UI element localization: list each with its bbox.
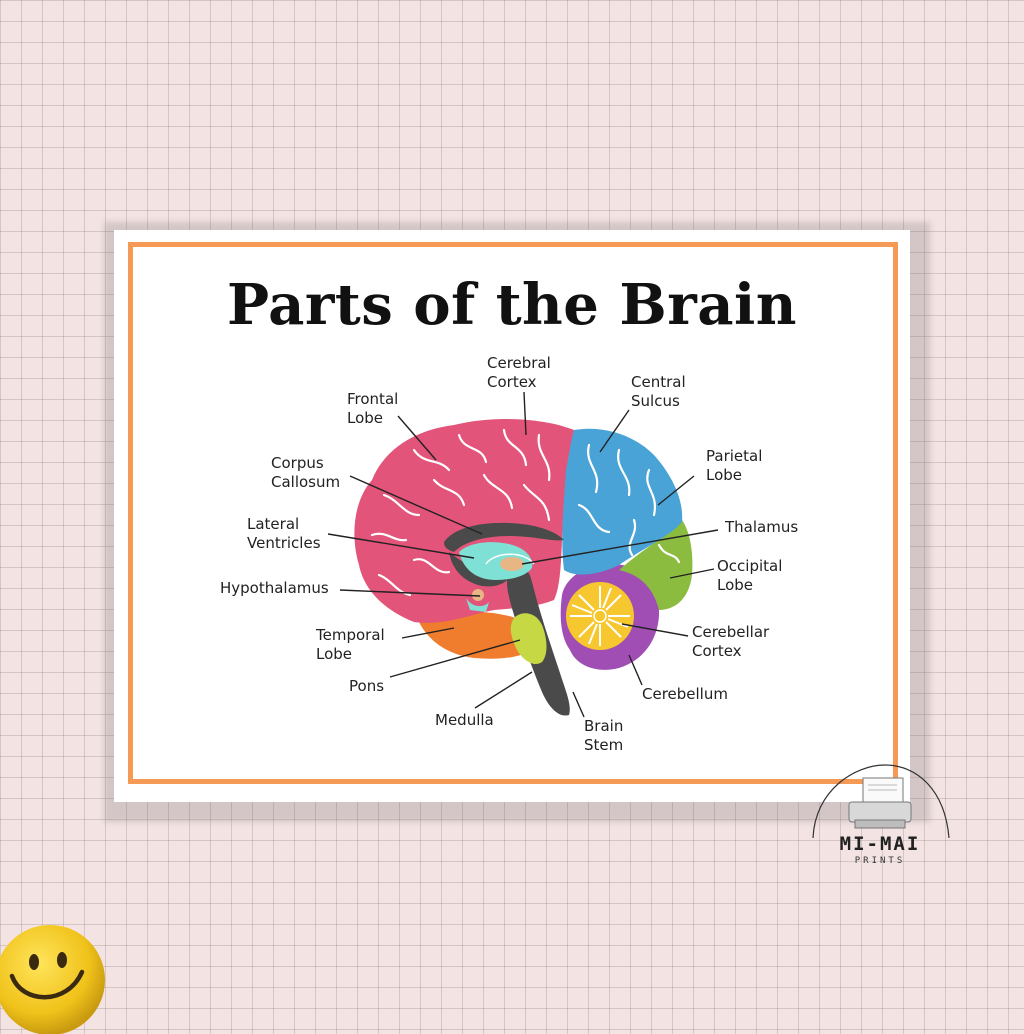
label-thalamus: Thalamus <box>724 518 798 536</box>
label-pons: Pons <box>349 677 384 695</box>
label-cerebral-cortex: Cerebral Cortex <box>487 354 556 391</box>
label-medulla: Medulla <box>435 711 494 729</box>
label-occipital-lobe: Occipital Lobe <box>717 557 787 594</box>
smiley-icon <box>0 924 112 1034</box>
label-cerebellum: Cerebellum <box>642 685 728 703</box>
label-cerebellar-cortex: Cerebellar Cortex <box>692 623 774 660</box>
label-brain-stem: Brain Stem <box>584 717 628 754</box>
label-temporal-lobe: Temporal Lobe <box>315 626 389 663</box>
cerebellar-cortex-shape <box>566 582 634 650</box>
mi-mai-logo: MI-MAI PRINTS <box>805 760 955 880</box>
thalamus-shape <box>500 557 524 571</box>
poster: Parts of the Brain <box>114 230 910 802</box>
brain-diagram: Cerebral Cortex Central Sulcus Frontal L… <box>114 230 910 802</box>
label-lateral-ventricles: Lateral Ventricles <box>247 515 321 552</box>
hypothalamus-shape <box>472 589 484 601</box>
label-central-sulcus: Central Sulcus <box>631 373 690 410</box>
label-hypothalamus: Hypothalamus <box>220 579 329 597</box>
label-frontal-lobe: Frontal Lobe <box>347 390 403 427</box>
logo-subtitle: PRINTS <box>805 856 955 866</box>
label-corpus-callosum: Corpus Callosum <box>271 454 340 491</box>
label-parietal-lobe: Parietal Lobe <box>706 447 767 484</box>
logo-name: MI-MAI <box>805 833 955 855</box>
